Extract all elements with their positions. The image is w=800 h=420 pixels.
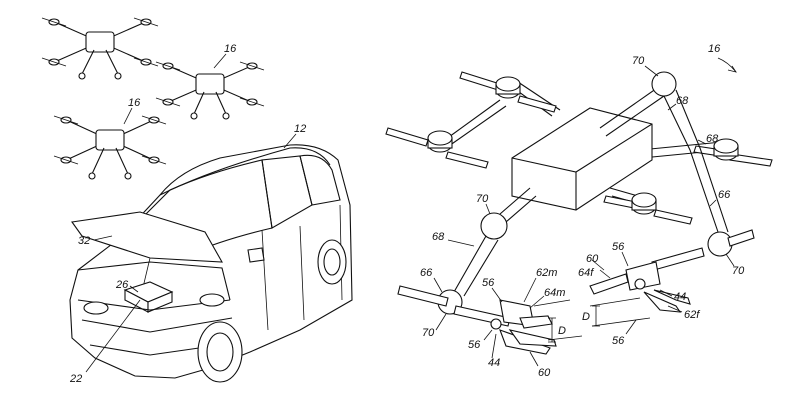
label-grip-right: 56	[612, 241, 625, 253]
label-leg-left: 66	[420, 267, 433, 279]
label-joint-left-a: 56	[468, 339, 481, 351]
label-hub-left: 70	[476, 193, 489, 205]
label-motor-right: 62f	[684, 309, 700, 321]
drone-body	[512, 108, 652, 210]
vehicle	[70, 145, 352, 382]
label-grip-left: 56	[482, 277, 495, 289]
label-arm-left: 68	[432, 231, 445, 243]
label-leg-right: 66	[718, 189, 731, 201]
small-drone	[54, 116, 166, 179]
label-motor-left: 62m	[536, 267, 557, 279]
label-claw-right: 60	[586, 253, 599, 265]
small-drone	[42, 18, 158, 79]
leader-line	[214, 54, 226, 68]
label-drone: 16	[708, 43, 721, 55]
dimension-right	[592, 306, 600, 326]
label-finger-left: 64m	[544, 287, 565, 299]
left-panel: 16 16 12 32 26 22	[42, 18, 352, 385]
label-claw-left: 60	[538, 367, 551, 379]
figure-arrow	[718, 58, 736, 72]
label-hub-left-bottom: 70	[422, 327, 435, 339]
label-drone-a: 16	[224, 43, 237, 55]
label-arm-top-right: 68	[706, 133, 719, 145]
label-dist-right: D	[582, 311, 590, 323]
label-hub-right-bottom: 70	[732, 265, 745, 277]
label-arm-top: 68	[676, 95, 689, 107]
label-finger-right: 64f	[578, 267, 594, 279]
leader-line	[124, 108, 132, 124]
right-panel: 16 70 68 68 70 68 66 70 66 70 56 62m 64m…	[386, 43, 772, 379]
label-drone-b: 16	[128, 97, 141, 109]
label-hood: 32	[78, 235, 90, 247]
label-joint-left-b: 44	[488, 357, 500, 369]
label-joint-right: 56	[612, 335, 625, 347]
label-vehicle: 12	[294, 123, 306, 135]
label-hub-top: 70	[632, 55, 645, 67]
label-base: 22	[69, 373, 82, 385]
small-drone	[156, 62, 264, 119]
label-dist-left: D	[558, 325, 566, 337]
label-bay: 26	[115, 279, 129, 291]
label-hinge-right: 44	[674, 291, 686, 303]
